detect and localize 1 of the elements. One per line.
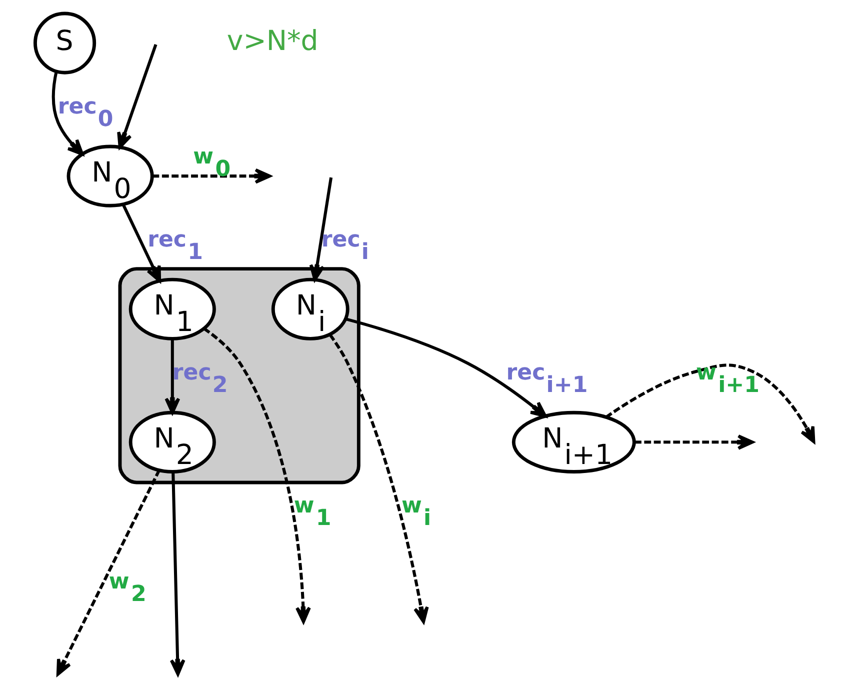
label: v>N*d	[226, 24, 318, 57]
